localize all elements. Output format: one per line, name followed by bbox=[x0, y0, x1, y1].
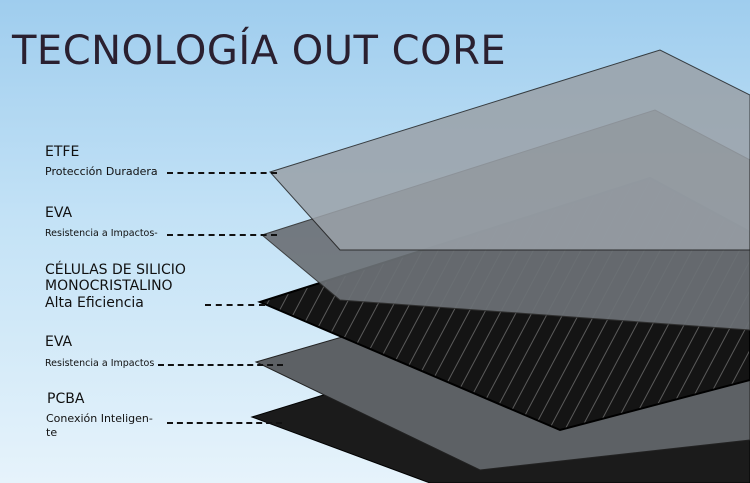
etfe-layer bbox=[269, 49, 750, 251]
pcba-desc-line1: Conexión Inteligen- bbox=[46, 412, 153, 425]
pcba-desc-line2: te bbox=[46, 426, 58, 439]
eva-top-leader-line bbox=[167, 234, 277, 236]
etfe-leader-line bbox=[167, 172, 277, 174]
cells-leader-line bbox=[205, 304, 265, 306]
cells-label-line2: MONOCRISTALINO bbox=[45, 278, 173, 294]
cells-label-line1: CÉLULAS DE SILICIO bbox=[45, 262, 186, 278]
eva-top-label: EVA bbox=[45, 205, 73, 221]
etfe-label: ETFE bbox=[45, 144, 80, 160]
eva-bottom-desc: Resistencia a Impactos bbox=[45, 358, 155, 369]
eva-bottom-label: EVA bbox=[45, 334, 73, 350]
pcba-leader-line bbox=[167, 422, 282, 424]
pcba-label: PCBA bbox=[47, 391, 85, 407]
eva-top-desc: Resistencia a Impactos- bbox=[45, 228, 158, 239]
page-title: TECNOLOGÍA OUT CORE bbox=[12, 28, 507, 74]
cells-desc: Alta Eficiencia bbox=[45, 295, 144, 311]
etfe-desc: Protección Duradera bbox=[45, 165, 158, 178]
eva-bottom-leader-line bbox=[158, 364, 283, 366]
